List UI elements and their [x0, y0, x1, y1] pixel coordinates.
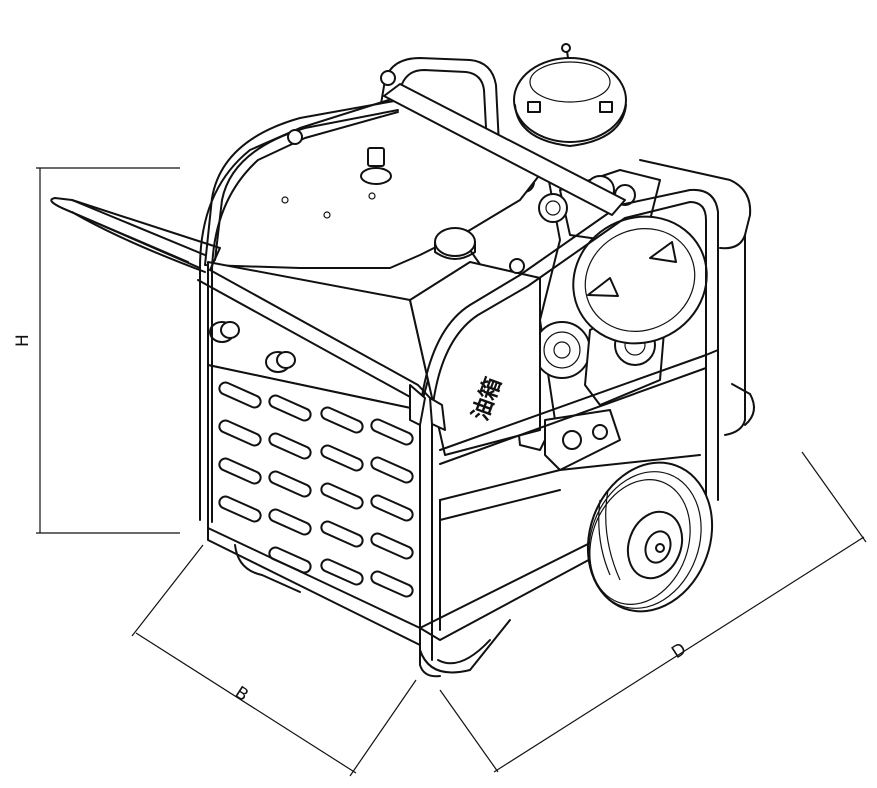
louver-slot [268, 394, 312, 422]
louver-slot [370, 532, 414, 560]
lifting-eyes [287, 70, 525, 274]
louvered-panel [207, 364, 421, 629]
push-handle [50, 197, 446, 431]
louver-slot [218, 381, 262, 409]
louver-slot [370, 494, 414, 522]
dimension-b-label: B [231, 683, 252, 706]
louver-slot [268, 432, 312, 460]
louver-slot [320, 444, 364, 472]
louver-slot [320, 520, 364, 548]
louver-slot [370, 418, 414, 446]
top-crossbar [383, 83, 626, 216]
louver-slot [320, 406, 364, 434]
louver-slot [370, 570, 414, 598]
louver-slot [218, 495, 262, 523]
louver-slot [268, 470, 312, 498]
rear-frame [379, 57, 755, 436]
louver-slot [268, 508, 312, 536]
air-filter [513, 43, 627, 147]
recoil-starter [572, 215, 708, 345]
louver-slot [320, 482, 364, 510]
front-roll-cage [199, 97, 719, 678]
dimension-h-label: H [13, 334, 33, 347]
louver-slot [370, 456, 414, 484]
dimension-h: H [13, 167, 180, 534]
louver-slot [268, 546, 312, 574]
louver-slot [218, 419, 262, 447]
louver-slot [218, 457, 262, 485]
louver-slot [320, 558, 364, 586]
wheel [586, 461, 714, 613]
hydraulic-couplers [209, 321, 296, 373]
